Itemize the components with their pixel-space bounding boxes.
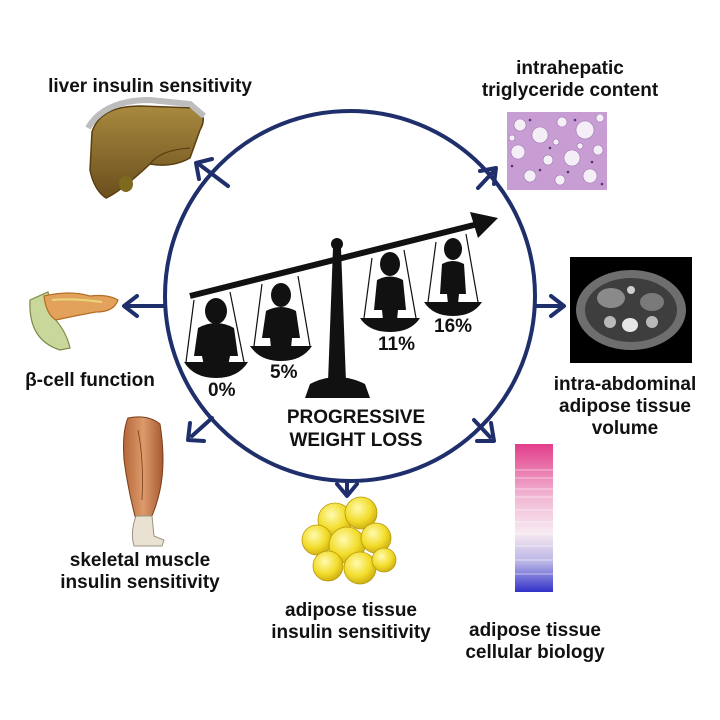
label-iaat-line3: volume bbox=[591, 418, 659, 439]
arrow-iaat bbox=[534, 294, 566, 318]
label-iaat-line2: adipose tissue bbox=[559, 396, 691, 417]
label-muscle-line2: insulin sensitivity bbox=[60, 572, 220, 593]
outcome-arrows bbox=[122, 157, 566, 498]
label-adipose-is-line2: insulin sensitivity bbox=[271, 622, 431, 643]
label-liver-text: liver insulin sensitivity bbox=[48, 76, 252, 97]
scale-pan-11 bbox=[360, 249, 420, 332]
label-intrahepatic-triglyceride: intrahepatic triglyceride content bbox=[470, 58, 670, 102]
pancreas-icon bbox=[29, 291, 119, 351]
liver-icon bbox=[85, 96, 206, 199]
balance-scale-icon bbox=[184, 212, 498, 398]
muscle-leg-icon bbox=[123, 416, 165, 547]
arrow-liver bbox=[194, 157, 230, 188]
arrow-adipose-is bbox=[335, 479, 359, 498]
fat-cells-icon bbox=[301, 496, 397, 585]
percent-label-0: 0% bbox=[208, 380, 236, 401]
label-adipose-insulin-sensitivity: adipose tissue insulin sensitivity bbox=[256, 600, 446, 644]
scale-pan-16 bbox=[424, 233, 482, 316]
label-adipose-is-line1: adipose tissue bbox=[285, 600, 417, 621]
label-intra-abdominal-adipose: intra-abdominal adipose tissue volume bbox=[530, 374, 720, 440]
percent-label-16: 16% bbox=[434, 316, 473, 337]
arrow-muscle bbox=[186, 416, 214, 443]
label-muscle-line1: skeletal muscle bbox=[69, 550, 211, 571]
label-iaat-line1: intra-abdominal bbox=[553, 374, 697, 395]
arrow-ihtg bbox=[476, 166, 498, 190]
label-ihtg-line2: triglyceride content bbox=[481, 80, 659, 101]
histology-icon bbox=[507, 112, 607, 190]
label-adipose-bio-line1: adipose tissue bbox=[469, 620, 601, 641]
scale-pan-0 bbox=[184, 291, 248, 378]
arrow-beta bbox=[122, 294, 166, 318]
label-adipose-cellular-biology: adipose tissue cellular biology bbox=[450, 620, 620, 664]
center-title-line1: PROGRESSIVE bbox=[286, 407, 426, 428]
scale-pan-5 bbox=[250, 275, 312, 361]
label-adipose-bio-line2: cellular biology bbox=[465, 642, 605, 663]
percent-label-5: 5% bbox=[270, 362, 298, 383]
label-liver-insulin-sensitivity: liver insulin sensitivity bbox=[30, 76, 270, 98]
label-skeletal-muscle: skeletal muscle insulin sensitivity bbox=[40, 550, 240, 594]
heatmap-icon bbox=[515, 444, 553, 592]
label-ihtg-line1: intrahepatic bbox=[516, 58, 624, 79]
arrow-adipose-bio bbox=[472, 418, 496, 443]
center-title-line2: WEIGHT LOSS bbox=[289, 430, 423, 451]
label-beta-cell-function: β-cell function bbox=[10, 370, 170, 392]
ct-scan-icon bbox=[570, 257, 692, 363]
center-title: PROGRESSIVE WEIGHT LOSS bbox=[268, 406, 444, 452]
percent-label-11: 11% bbox=[378, 334, 415, 355]
label-beta-text: β-cell function bbox=[25, 370, 155, 391]
central-circle bbox=[163, 109, 537, 483]
